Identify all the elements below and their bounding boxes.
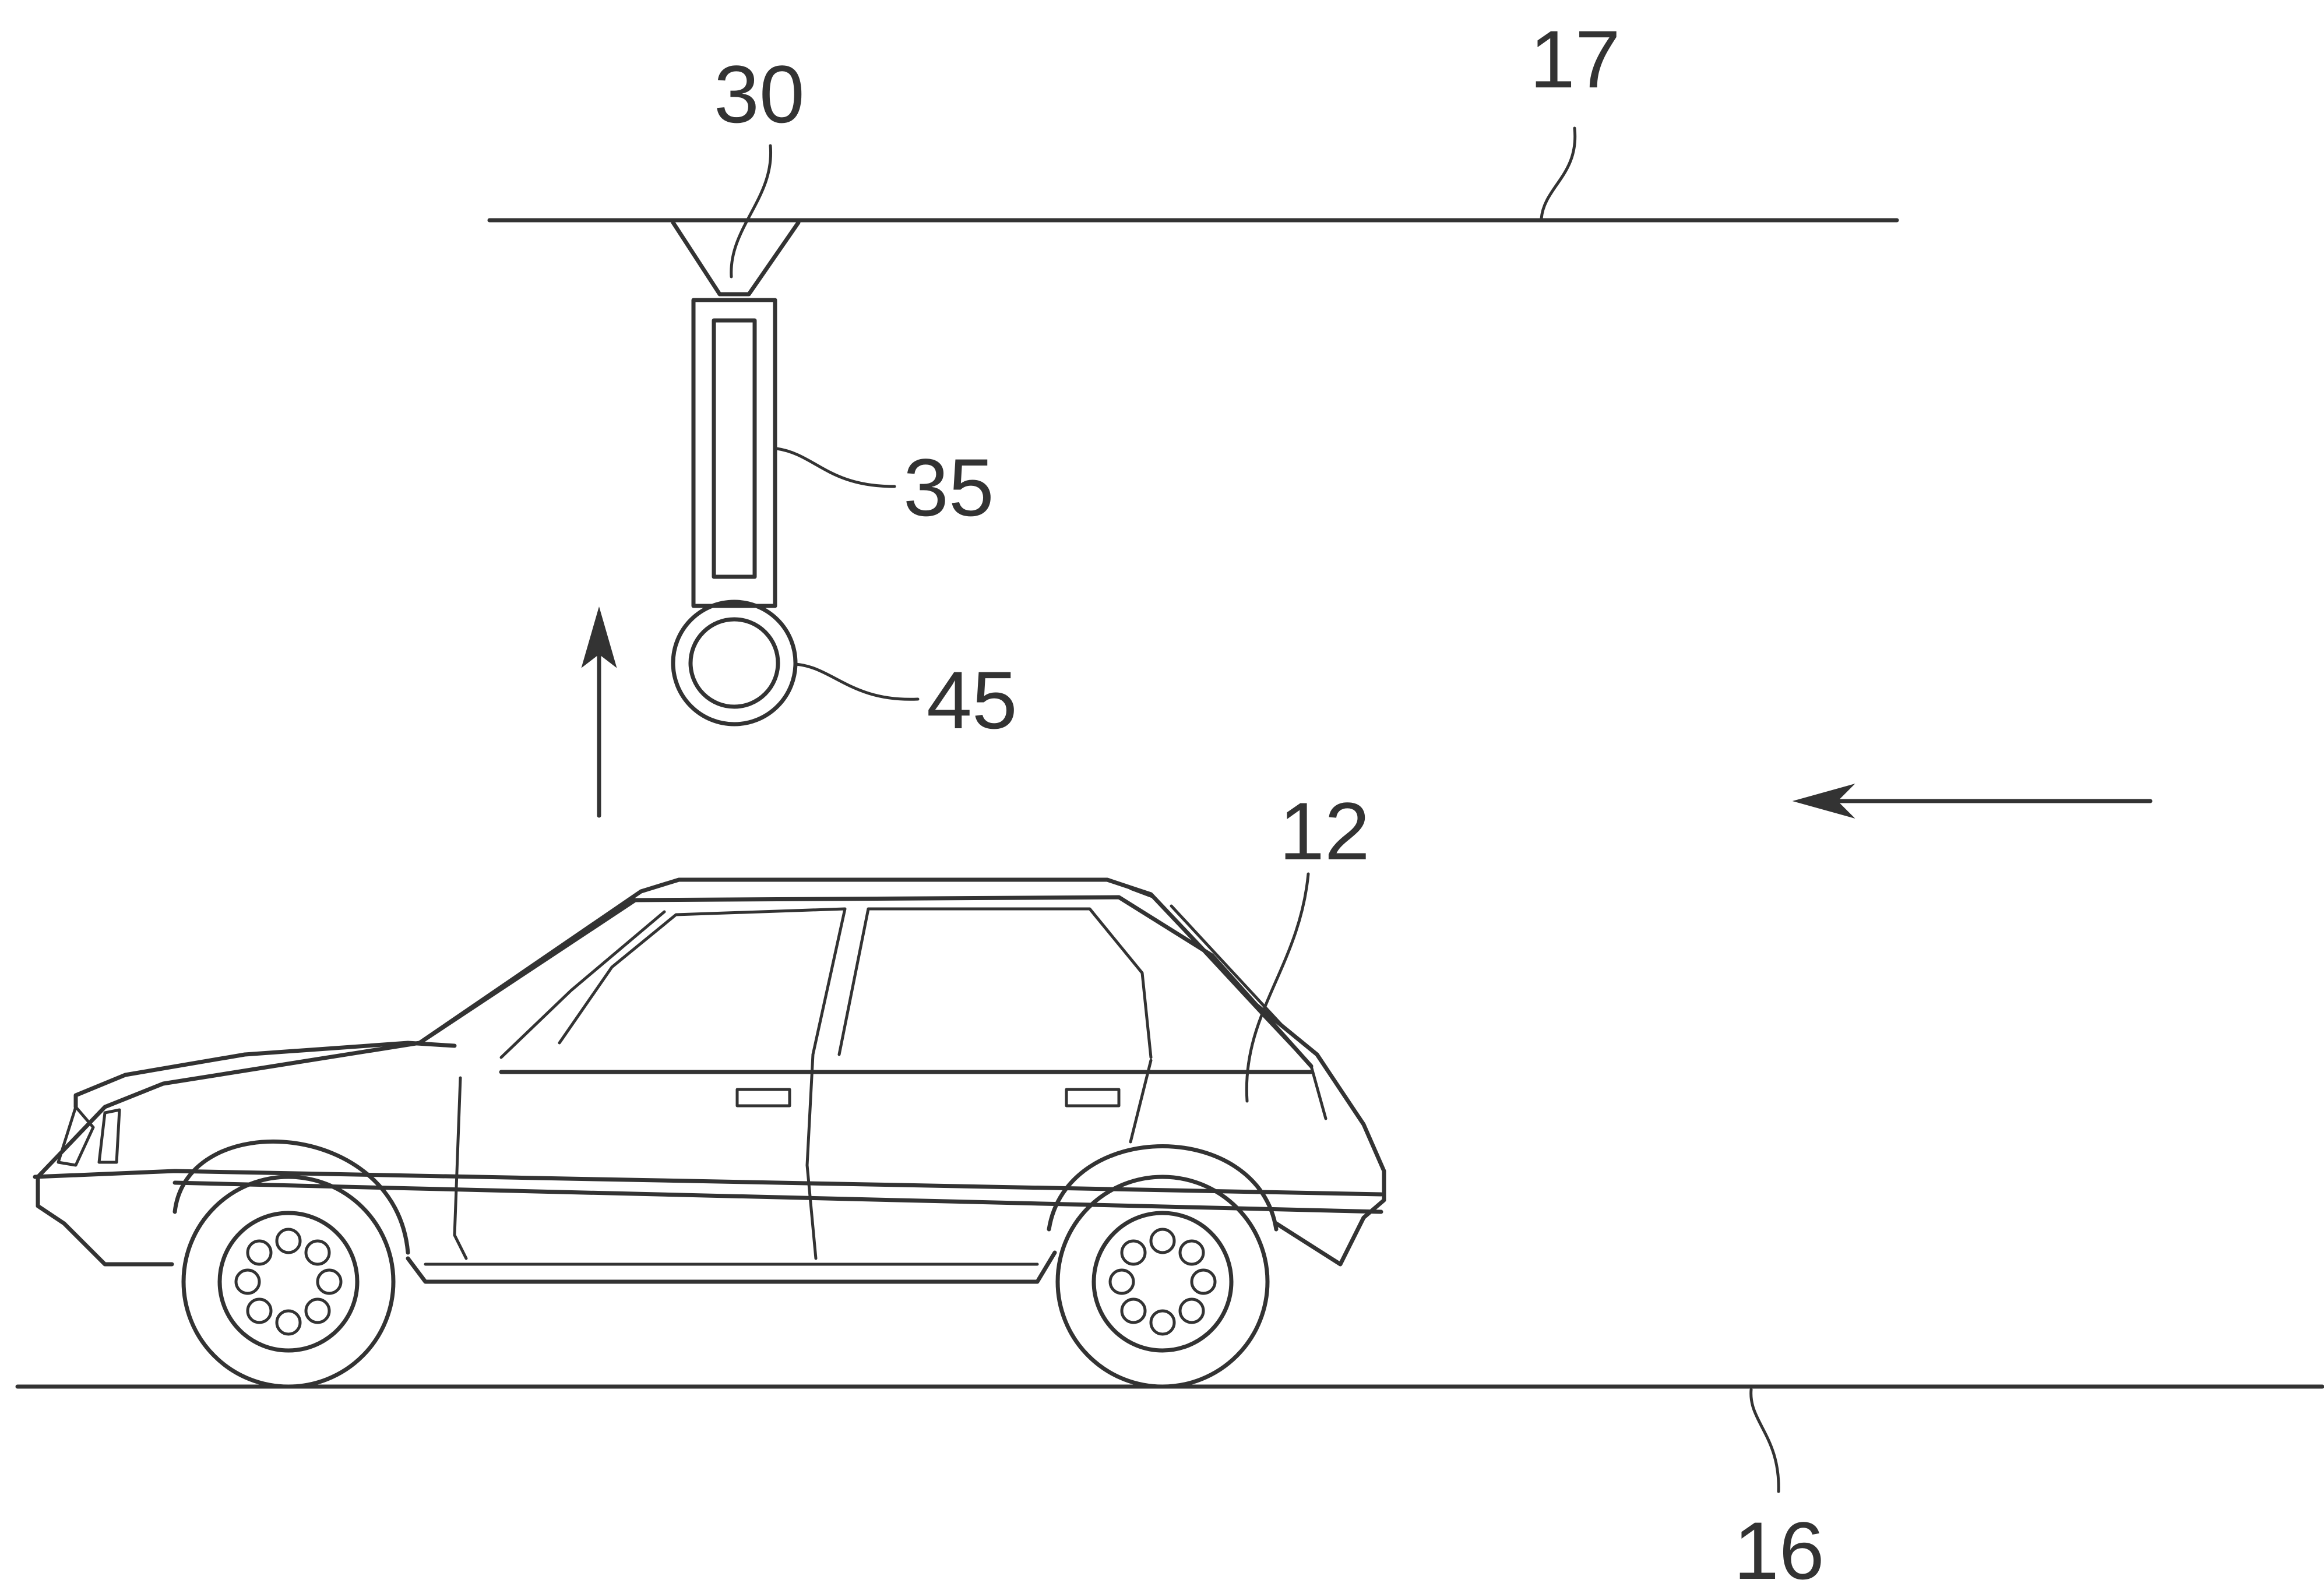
vehicle-drawing <box>33 877 1386 1389</box>
vehicle-leader <box>1245 872 1310 1103</box>
label-sensor: 45 <box>927 654 1017 746</box>
housing-outer <box>691 298 777 608</box>
label-vehicle: 12 <box>1279 785 1370 877</box>
floor-leader <box>1749 1388 1780 1493</box>
label-housing: 35 <box>903 442 994 533</box>
mount-leader <box>730 144 773 278</box>
sensor-inner-ring <box>688 617 780 709</box>
left-arrow-head <box>1792 784 1855 819</box>
label-floor: 16 <box>1734 1505 1825 1594</box>
mount-bracket <box>671 220 801 297</box>
up-arrow-head <box>581 606 617 668</box>
sensor-leader <box>794 662 920 701</box>
ceiling-leader <box>1540 126 1577 220</box>
label-ceiling: 17 <box>1530 13 1621 105</box>
label-mount: 30 <box>714 48 805 140</box>
housing-inner <box>712 318 757 579</box>
housing-leader <box>775 447 896 488</box>
